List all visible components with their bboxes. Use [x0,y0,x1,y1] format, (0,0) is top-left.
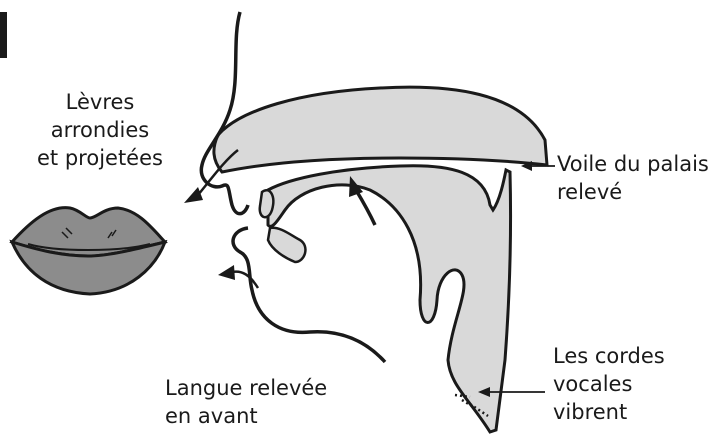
tongue-forward-arrowhead [218,265,235,280]
palate-band [214,87,547,172]
upper-teeth [260,190,274,217]
lower-teeth [268,228,305,262]
label-langue-line-2: en avant [165,402,327,430]
label-levres-line-1: Lèvres [20,88,180,116]
label-langue: Langue relevée en avant [165,374,327,430]
label-voile-line-2: relevé [557,178,709,206]
label-langue-line-1: Langue relevée [165,374,327,402]
lip-airflow-arrowhead [184,187,203,203]
label-levres-line-3: et projetées [20,144,180,172]
label-cordes: Les cordes vocales vibrent [553,342,665,426]
label-levres-line-2: arrondies [20,116,180,144]
label-cordes-line-1: Les cordes [553,342,665,370]
tongue-raise-arrow [356,190,375,225]
corner-mark [0,12,7,58]
jaw-profile [233,228,385,362]
label-levres: Lèvres arrondies et projetées [20,88,180,172]
label-voile: Voile du palais relevé [557,150,709,206]
label-voile-line-1: Voile du palais [557,150,709,178]
tongue-forward-arrow [232,272,258,288]
label-cordes-line-2: vocales [553,370,665,398]
lips-illustration [12,208,165,294]
label-cordes-line-3: vibrent [553,398,665,426]
